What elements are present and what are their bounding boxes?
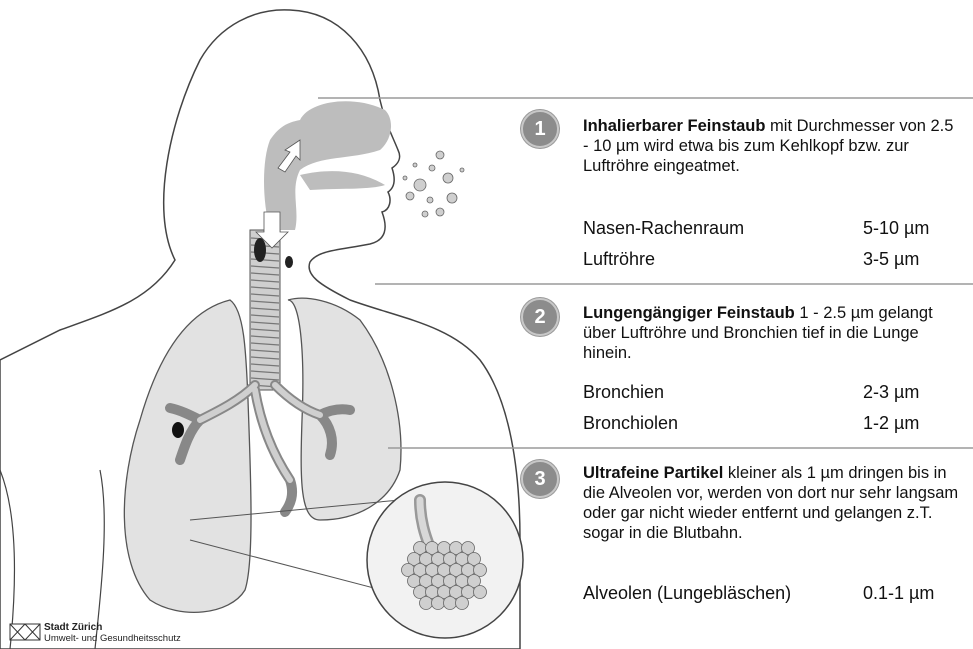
logo-dept: Umwelt- und Gesundheitsschutz [44, 633, 181, 644]
row-value: 5-10 µm [863, 218, 929, 239]
section-3-description: Ultrafeine Partikel kleiner als 1 µm dri… [583, 463, 968, 543]
size-row: Bronchien 2-3 µm [583, 382, 664, 403]
section-1-badge: 1 [521, 110, 559, 148]
row-label: Bronchien [583, 382, 664, 402]
row-value: 3-5 µm [863, 249, 919, 270]
row-label: Bronchiolen [583, 413, 678, 433]
particles-nose [403, 151, 464, 217]
row-value: 1-2 µm [863, 413, 919, 434]
section-2-badge: 2 [521, 298, 559, 336]
logo-org: Stadt Zürich [44, 622, 181, 633]
section-1-description: Inhalierbarer Feinstaub mit Durchmesser … [583, 116, 963, 176]
row-label: Alveolen (Lungebläschen) [583, 583, 791, 603]
section-3-badge: 3 [521, 460, 559, 498]
section-1-title: Inhalierbarer Feinstaub [583, 117, 765, 135]
row-value: 2-3 µm [863, 382, 919, 403]
logo: Stadt Zürich Umwelt- und Gesundheitsschu… [44, 622, 181, 644]
size-row: Nasen-Rachenraum 5-10 µm [583, 218, 744, 239]
section-2-title: Lungengängiger Feinstaub [583, 304, 795, 322]
row-value: 0.1-1 µm [863, 583, 934, 604]
row-label: Nasen-Rachenraum [583, 218, 744, 238]
row-label: Luftröhre [583, 249, 655, 269]
section-3-title: Ultrafeine Partikel [583, 464, 723, 482]
size-row: Alveolen (Lungebläschen) 0.1-1 µm [583, 583, 791, 604]
size-row: Bronchiolen 1-2 µm [583, 413, 678, 434]
size-row: Luftröhre 3-5 µm [583, 249, 655, 270]
zurich-coat-of-arms-icon [10, 624, 40, 640]
section-2-description: Lungengängiger Feinstaub 1 - 2.5 µm gela… [583, 303, 968, 363]
